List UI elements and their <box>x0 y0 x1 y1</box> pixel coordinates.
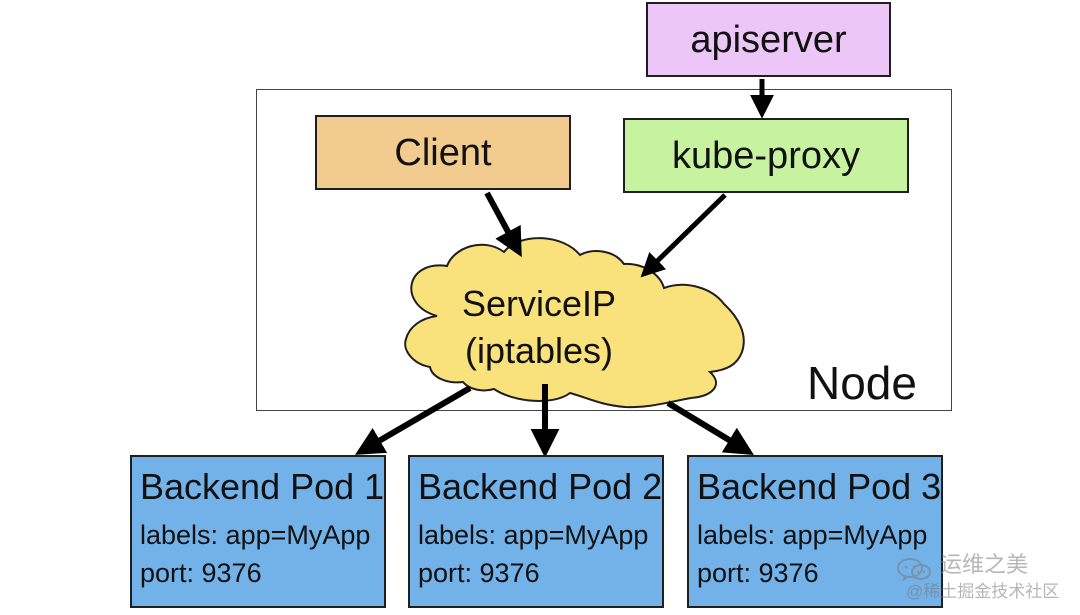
kube-proxy-label: kube-proxy <box>672 134 860 177</box>
arrow-service-ip-to-pod-1 <box>355 385 472 455</box>
backend-pod-3: Backend Pod 3 labels: app=MyApp port: 93… <box>687 455 943 608</box>
pod-port: port: 9376 <box>697 557 819 588</box>
pod-labels: labels: app=MyApp <box>697 519 928 550</box>
pod-title: Backend Pod 1 <box>140 466 385 507</box>
service-ip-type: (iptables) <box>464 329 614 371</box>
pod-labels: labels: app=MyApp <box>418 519 649 550</box>
arrow-service-ip-to-pod-3 <box>666 400 754 455</box>
arrow-client-to-service-ip <box>484 191 522 258</box>
pod-port: port: 9376 <box>140 557 262 588</box>
service-ip-label: ServiceIP (iptables) <box>430 281 648 375</box>
service-ip-name: ServiceIP <box>461 283 617 324</box>
client-box: Client <box>315 115 571 190</box>
pod-labels: labels: app=MyApp <box>140 519 371 550</box>
apiserver-box: apiserver <box>646 2 891 77</box>
node-frame <box>256 89 952 411</box>
pod-title: Backend Pod 2 <box>418 466 663 507</box>
backend-pod-1: Backend Pod 1 labels: app=MyApp port: 93… <box>130 455 386 608</box>
pod-port: port: 9376 <box>418 557 540 588</box>
apiserver-label: apiserver <box>690 18 847 61</box>
pod-title: Backend Pod 3 <box>697 466 942 507</box>
arrow-kube-proxy-to-service-ip <box>640 193 727 278</box>
backend-pod-2: Backend Pod 2 labels: app=MyApp port: 93… <box>408 455 664 608</box>
node-label: Node <box>807 357 917 409</box>
kube-proxy-box: kube-proxy <box>623 118 909 193</box>
client-label: Client <box>394 131 492 174</box>
